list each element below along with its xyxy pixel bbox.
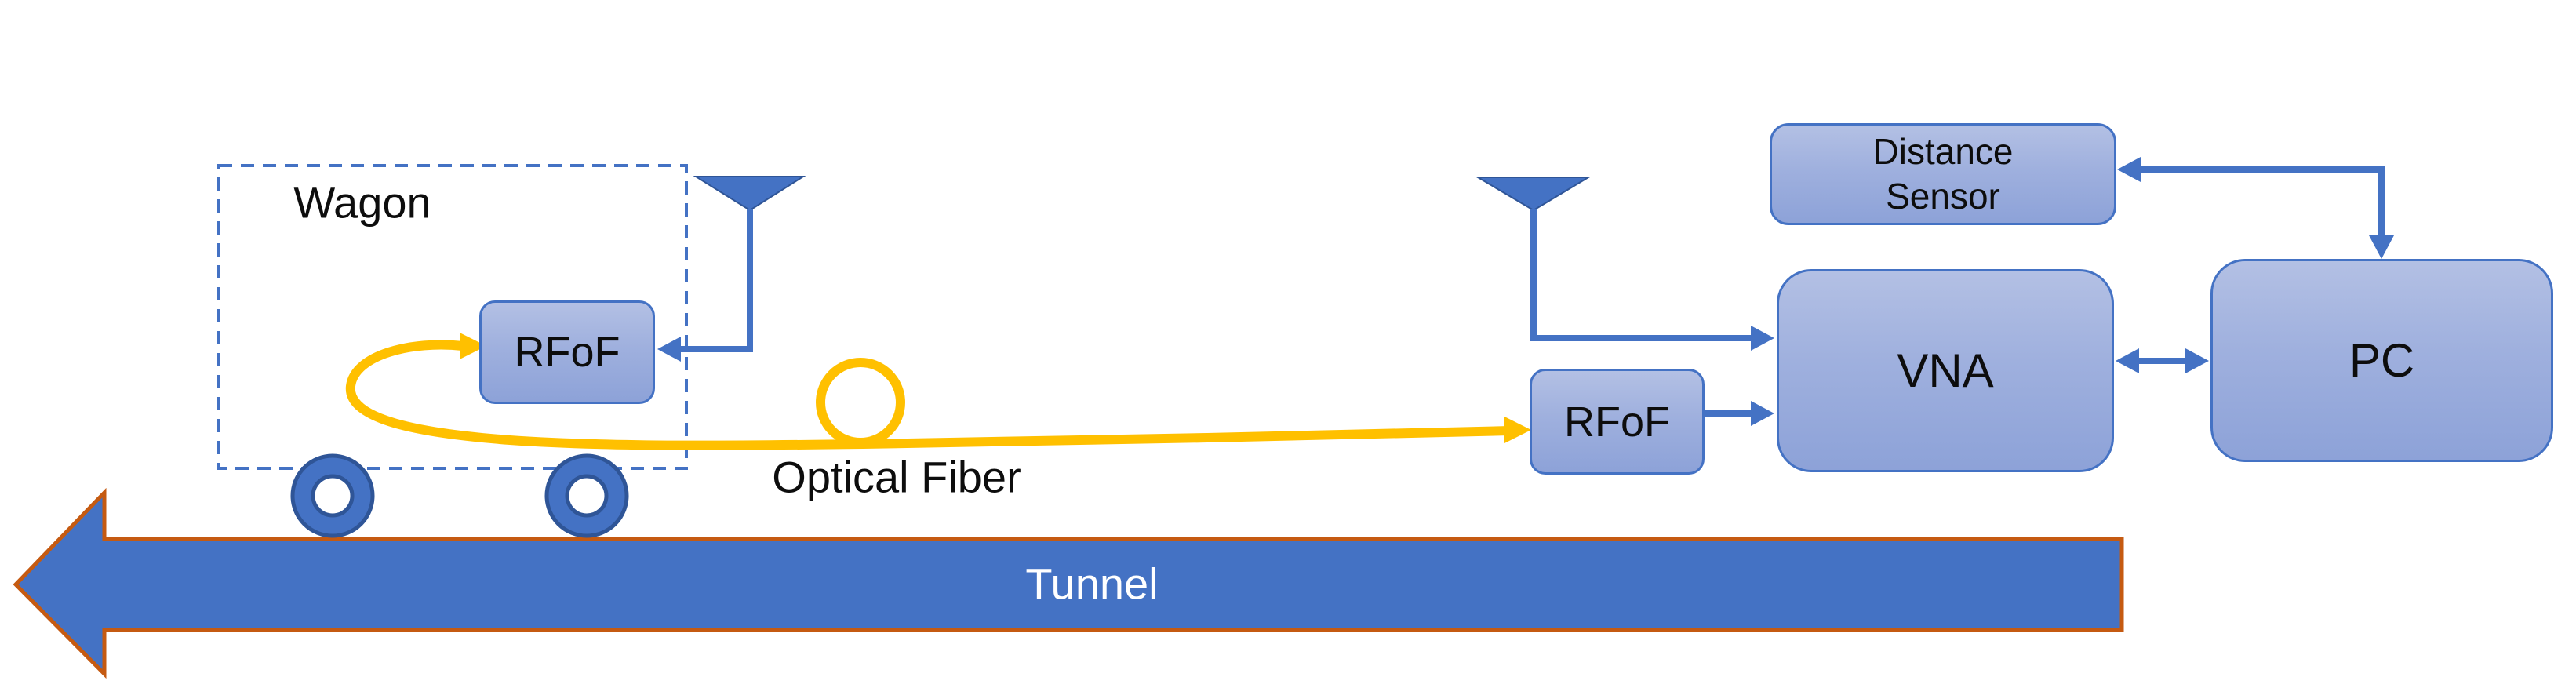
tunnel-label: Tunnel bbox=[1025, 559, 1159, 609]
distance-sensor-label-line1: Distance bbox=[1872, 130, 2014, 172]
antenna-to-vna-arrow bbox=[1530, 326, 1774, 351]
rfof-station-label: RFoF bbox=[1564, 398, 1670, 446]
wagon-boundary-box bbox=[217, 164, 688, 470]
fiber-loop-icon bbox=[816, 358, 905, 447]
fiber-arrowhead bbox=[460, 333, 486, 359]
optical-fiber-label: Optical Fiber bbox=[772, 452, 1021, 502]
wheel-icon bbox=[290, 453, 375, 538]
vna-label: VNA bbox=[1897, 344, 1994, 397]
fiber-arrowhead bbox=[1504, 417, 1531, 443]
distance-sensor-box: Distance Sensor bbox=[1770, 123, 2116, 225]
rfof-wagon-label: RFoF bbox=[514, 329, 620, 376]
optical-fiber-line bbox=[345, 340, 1515, 450]
antenna-to-rfof-arrow bbox=[657, 337, 753, 362]
rfof-to-vna-arrow bbox=[1705, 401, 1774, 426]
tunnel-arrow bbox=[13, 487, 2124, 679]
rfof-wagon-box: RFoF bbox=[479, 300, 655, 404]
pc-distance-sensor-arrow bbox=[2117, 157, 2394, 259]
pc-box: PC bbox=[2210, 259, 2553, 462]
antenna-icon bbox=[1475, 177, 1592, 338]
antenna-icon bbox=[693, 176, 806, 349]
distance-sensor-label-line2: Sensor bbox=[1886, 176, 2000, 217]
wagon-label: Wagon bbox=[293, 177, 431, 228]
pc-label: PC bbox=[2349, 334, 2415, 387]
vna-box: VNA bbox=[1777, 269, 2114, 472]
wheel-icon bbox=[544, 453, 629, 538]
rfof-station-box: RFoF bbox=[1530, 369, 1705, 475]
vna-pc-double-arrow bbox=[2116, 348, 2209, 373]
